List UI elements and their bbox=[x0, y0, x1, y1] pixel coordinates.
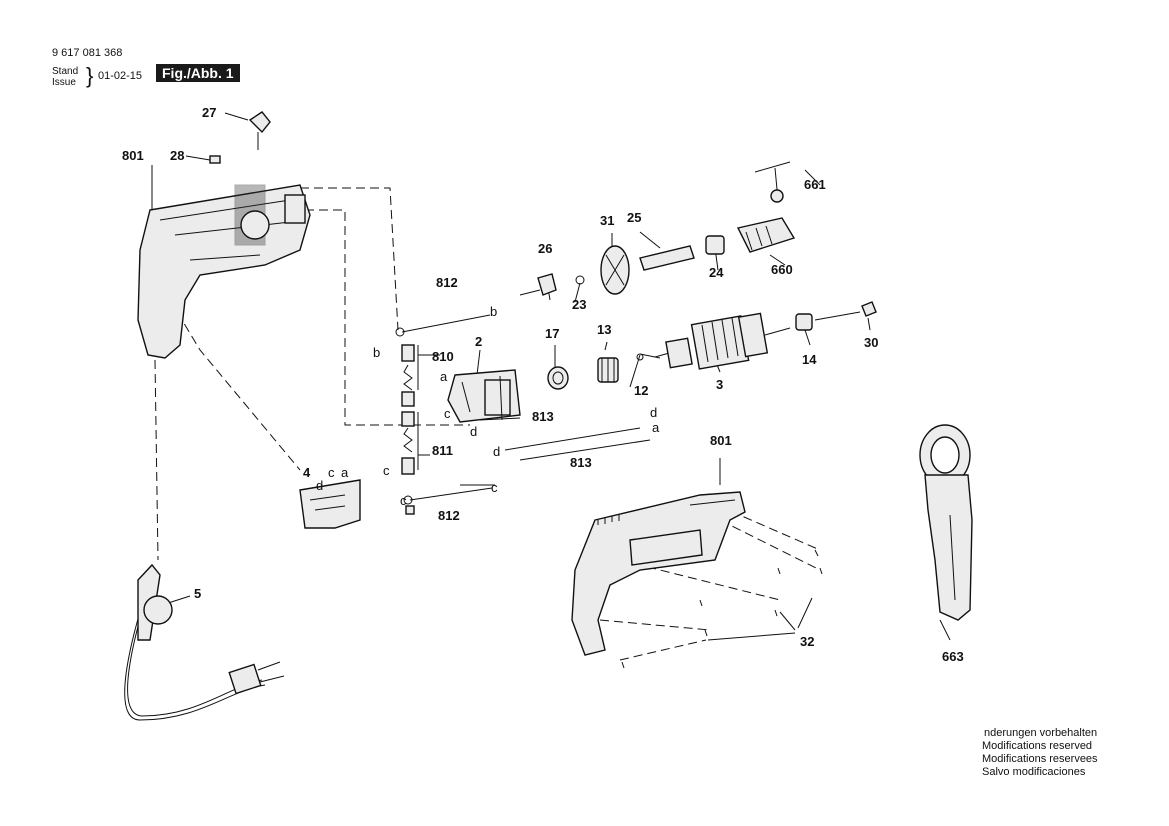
armature-3 bbox=[654, 312, 791, 370]
side-handle-663 bbox=[919, 424, 973, 621]
connector-letter: a bbox=[440, 369, 448, 384]
brush-holders bbox=[401, 344, 419, 475]
connector-letter: d bbox=[316, 478, 324, 493]
issue-label: Issue bbox=[52, 77, 76, 88]
issue-date: 01-02-15 bbox=[98, 70, 143, 82]
connector-letter: a bbox=[341, 465, 349, 480]
power-cable bbox=[124, 563, 285, 721]
footer-line: nderungen vorbehalten bbox=[984, 727, 1098, 739]
bearing-14 bbox=[795, 313, 813, 331]
part-label: 661 bbox=[804, 177, 826, 192]
part-label: 27 bbox=[202, 105, 217, 120]
stand-label: Stand bbox=[52, 66, 79, 77]
assembly-lines bbox=[151, 112, 951, 661]
stator-field-2 bbox=[447, 369, 521, 423]
part-label: 810 bbox=[432, 349, 454, 364]
part-label: 23 bbox=[572, 297, 587, 312]
switch-4 bbox=[299, 479, 361, 529]
brace-icon: } bbox=[86, 63, 94, 88]
connector-letter: c bbox=[491, 480, 498, 495]
connector-letter: c bbox=[383, 463, 390, 478]
part-label: 813 bbox=[532, 409, 554, 424]
part-label: 30 bbox=[864, 335, 879, 350]
bearing-17 bbox=[547, 366, 569, 390]
gear-train bbox=[537, 161, 796, 296]
part-28 bbox=[209, 155, 221, 164]
part-30 bbox=[861, 301, 877, 317]
housing-half-left bbox=[137, 184, 311, 359]
connector-letter: c bbox=[444, 406, 451, 421]
screw-27 bbox=[248, 111, 271, 150]
connector-letter: a bbox=[652, 420, 660, 435]
figure-badge: Fig./Abb. 1 bbox=[156, 64, 240, 82]
footer-line: Salvo modificaciones bbox=[982, 766, 1086, 778]
part-label: 812 bbox=[438, 508, 460, 523]
part-label: 3 bbox=[716, 377, 724, 392]
part-label: 5 bbox=[194, 586, 202, 601]
fan-13 bbox=[597, 357, 619, 383]
part-label: 13 bbox=[597, 322, 612, 337]
connector-letter: b bbox=[373, 345, 381, 360]
part-label: 32 bbox=[800, 634, 815, 649]
part-label: 801 bbox=[710, 433, 732, 448]
footer-line: Modifications reservees bbox=[982, 753, 1098, 765]
part-label: 25 bbox=[627, 210, 642, 225]
part-label: 26 bbox=[538, 241, 553, 256]
part-label: 14 bbox=[802, 352, 817, 367]
part-label: 660 bbox=[771, 262, 793, 277]
part-label: 24 bbox=[709, 265, 724, 280]
part-label: 12 bbox=[634, 383, 649, 398]
connector-letter: c bbox=[400, 493, 407, 508]
connector-letter: d bbox=[493, 444, 501, 459]
connector-letter: d bbox=[650, 405, 658, 420]
housing-half-right bbox=[571, 491, 746, 656]
part-label: 812 bbox=[436, 275, 458, 290]
connector-letter: c bbox=[328, 465, 335, 480]
part-label: 663 bbox=[942, 649, 964, 664]
connector-letter: b bbox=[490, 304, 498, 319]
part-label: 2 bbox=[475, 334, 483, 349]
footer-line: Modifications reserved bbox=[982, 740, 1093, 752]
part-label: 801 bbox=[122, 148, 144, 163]
connector-letter: d bbox=[470, 424, 478, 439]
tie-rods bbox=[395, 314, 651, 515]
part-label: 811 bbox=[432, 443, 453, 458]
doc-number: 9 617 081 368 bbox=[52, 47, 123, 59]
part-label: 813 bbox=[570, 455, 592, 470]
screws-32 bbox=[621, 549, 823, 669]
part-label: 31 bbox=[600, 213, 615, 228]
part-label: 28 bbox=[170, 148, 185, 163]
part-label: 17 bbox=[545, 326, 560, 341]
part-label: 4 bbox=[303, 465, 311, 480]
